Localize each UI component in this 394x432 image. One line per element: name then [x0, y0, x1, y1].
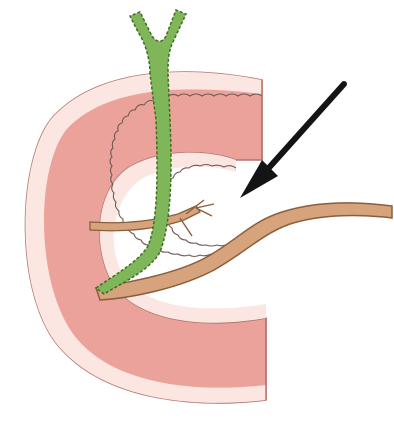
pancreatic-duct: [96, 203, 392, 300]
arrow-shaft: [258, 84, 344, 180]
